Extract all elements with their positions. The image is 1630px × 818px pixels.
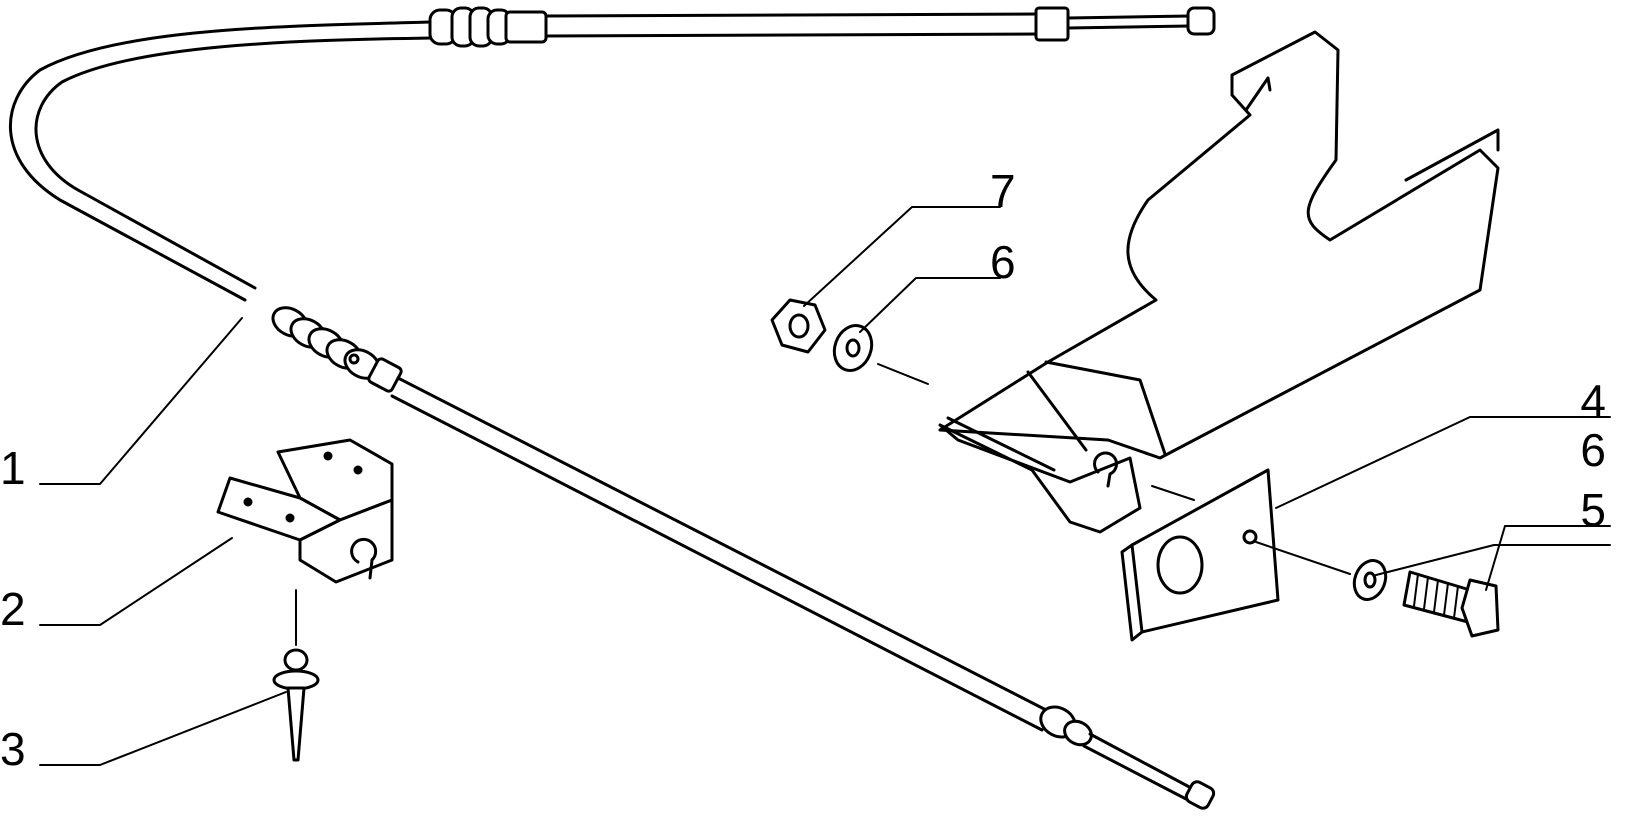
callout-1: 1 bbox=[0, 442, 26, 494]
leader-lines bbox=[39, 206, 1611, 766]
callout-4: 4 bbox=[1580, 375, 1606, 427]
bolt bbox=[1402, 570, 1500, 638]
washer-upper bbox=[832, 324, 874, 372]
callout-7: 7 bbox=[990, 165, 1016, 217]
washer-lower bbox=[1352, 559, 1388, 601]
callout-5: 5 bbox=[1580, 484, 1606, 536]
nut bbox=[770, 298, 827, 354]
callout-6-lower: 6 bbox=[1580, 424, 1606, 476]
support-channel bbox=[938, 30, 1500, 534]
brake-cable bbox=[9, 6, 1216, 810]
callout-2: 2 bbox=[0, 583, 26, 635]
cable-middle-bellows bbox=[271, 306, 403, 393]
rivet bbox=[272, 589, 320, 762]
callout-6-upper: 6 bbox=[990, 236, 1016, 288]
cable-upper-fitting bbox=[428, 6, 1216, 48]
plate bbox=[1120, 468, 1280, 642]
callout-3: 3 bbox=[0, 723, 26, 775]
cable-bracket bbox=[216, 438, 394, 584]
assembly-lines bbox=[877, 363, 1351, 575]
callout-labels: 1 2 3 4 5 6 6 7 bbox=[0, 165, 1606, 775]
cable-lower-fitting bbox=[1039, 705, 1216, 810]
